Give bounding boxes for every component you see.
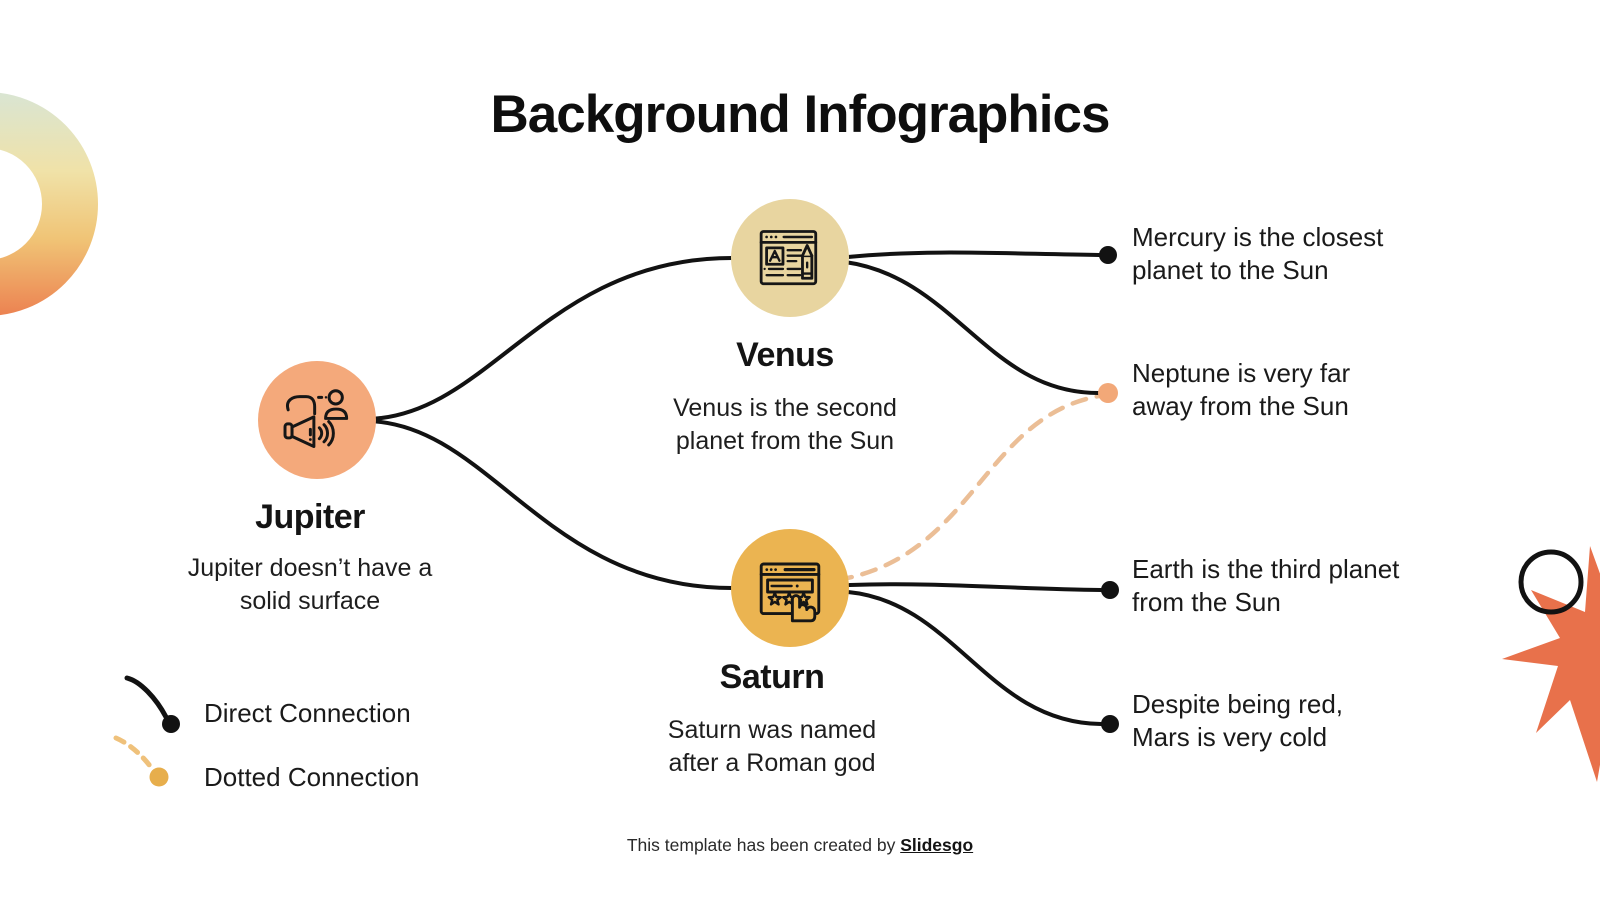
node-saturn-circle — [731, 529, 849, 647]
endpoint-label-mercury: Mercury is the closest planet to the Sun — [1132, 222, 1384, 286]
footer: This template has been created by Slides… — [0, 835, 1600, 856]
node-saturn-description: Saturn was named after a Roman god — [667, 716, 877, 777]
footer-credit-text: This template has been created by — [626, 835, 901, 855]
endpoint-label-mars: Despite being red, Mars is very cold — [1132, 689, 1344, 753]
endpoint-label-neptune: Neptune is very far away from the Sun — [1132, 358, 1351, 422]
endpoint-dot-mercury — [1099, 246, 1117, 264]
rating-stars-icon — [759, 562, 821, 623]
node-jupiter-circle — [258, 361, 376, 479]
megaphone-announcement-icon — [283, 389, 349, 449]
node-jupiter-title: Jupiter — [255, 498, 365, 536]
connector-saturn-earth — [848, 582, 1103, 592]
connector-jupiter-saturn — [366, 419, 734, 590]
legend-swatch-direct — [124, 675, 180, 733]
endpoint-dot-neptune — [1098, 383, 1118, 403]
gradient-ring-decoration — [0, 92, 98, 316]
node-jupiter-description: Jupiter doesn’t have a solid surface — [187, 554, 433, 615]
slidesgo-link[interactable]: Slidesgo — [900, 835, 974, 855]
article-edit-icon — [759, 230, 818, 286]
legend-swatch-dotted — [113, 735, 169, 787]
connector-saturn-neptune-dotted — [835, 393, 1102, 583]
endpoint-label-earth: Earth is the third planet from the Sun — [1132, 554, 1400, 618]
legend-label-dotted-connection: Dotted Connection — [204, 762, 420, 792]
endpoint-dot-earth — [1101, 581, 1119, 599]
node-venus-title: Venus — [736, 336, 834, 374]
connector-saturn-mars — [846, 590, 1103, 726]
legend-label-direct-connection: Direct Connection — [204, 698, 411, 728]
endpoint-dot-mars — [1101, 715, 1119, 733]
node-saturn-title: Saturn — [719, 658, 825, 696]
connector-jupiter-venus — [366, 256, 734, 421]
starburst-decoration — [1502, 546, 1600, 782]
node-venus-description: Venus is the second planet from the Sun — [673, 394, 897, 455]
page-title: Background Infographics — [490, 85, 1111, 144]
node-venus-circle — [731, 199, 849, 317]
outline-circle-decoration — [1518, 549, 1584, 615]
connector-venus-neptune — [843, 260, 1100, 395]
connector-venus-mercury — [846, 250, 1101, 259]
